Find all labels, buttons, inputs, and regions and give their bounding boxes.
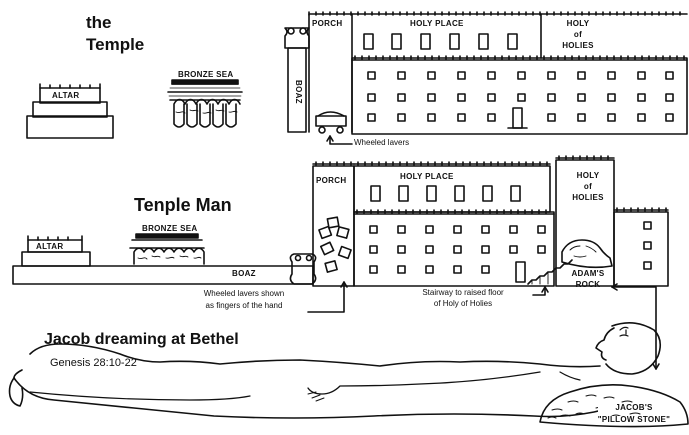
top-holy-holies-line3: HOLIES: [556, 42, 600, 50]
middle-wheeled-lavers: [319, 217, 351, 272]
middle-holy-place-label: HOLY PLACE: [400, 173, 454, 181]
top-temple-building: [309, 12, 687, 134]
top-holy-holies-line2: of: [556, 31, 600, 39]
top-bronze-sea: [168, 80, 242, 127]
middle-holy-holies-line2: of: [570, 183, 606, 191]
top-title-line1: the: [86, 14, 112, 31]
middle-holy-holies-line1: HOLY: [570, 172, 606, 180]
bottom-title: Jacob dreaming at Bethel: [44, 332, 239, 348]
top-boaz-label: BOAZ: [294, 80, 302, 104]
middle-bronze-sea: [130, 234, 204, 264]
middle-rock-line2: ROCK: [566, 281, 610, 289]
bottom-reference: Genesis 28:10-22: [50, 358, 137, 369]
bottom-stone-line2: "PILLOW STONE": [592, 416, 676, 424]
middle-altar-label: ALTAR: [36, 243, 63, 251]
top-bronze-sea-label: BRONZE SEA: [178, 71, 233, 79]
top-holy-place-label: HOLY PLACE: [410, 20, 464, 28]
middle-rock-line1: ADAM'S: [566, 270, 610, 278]
middle-boaz-label: BOAZ: [232, 270, 256, 278]
middle-title: Tenple Man: [134, 196, 232, 214]
top-wheeled-laver: [316, 112, 346, 133]
middle-lavers-line2: as fingers of the hand: [184, 302, 304, 310]
top-laver-pointer: [327, 136, 352, 144]
middle-bronze-sea-label: BRONZE SEA: [142, 225, 197, 233]
middle-temple-building: [313, 156, 668, 286]
middle-stairway-line2: of Holy of Holies: [398, 300, 528, 308]
top-altar-label: ALTAR: [52, 92, 79, 100]
top-title-line2: Temple: [86, 36, 144, 53]
top-holy-holies-line1: HOLY: [556, 20, 600, 28]
middle-holy-holies-line3: HOLIES: [570, 194, 606, 202]
bottom-stone-line1: JACOB'S: [598, 404, 670, 412]
top-wheeled-lavers-label: Wheeled lavers: [354, 139, 409, 147]
middle-lavers-line1: Wheeled lavers shown: [184, 290, 304, 298]
middle-porch-label: PORCH: [316, 177, 346, 185]
middle-boaz-capital: [290, 254, 315, 284]
middle-stairway-line1: Stairway to raised floor: [398, 289, 528, 297]
top-porch-label: PORCH: [312, 20, 342, 28]
